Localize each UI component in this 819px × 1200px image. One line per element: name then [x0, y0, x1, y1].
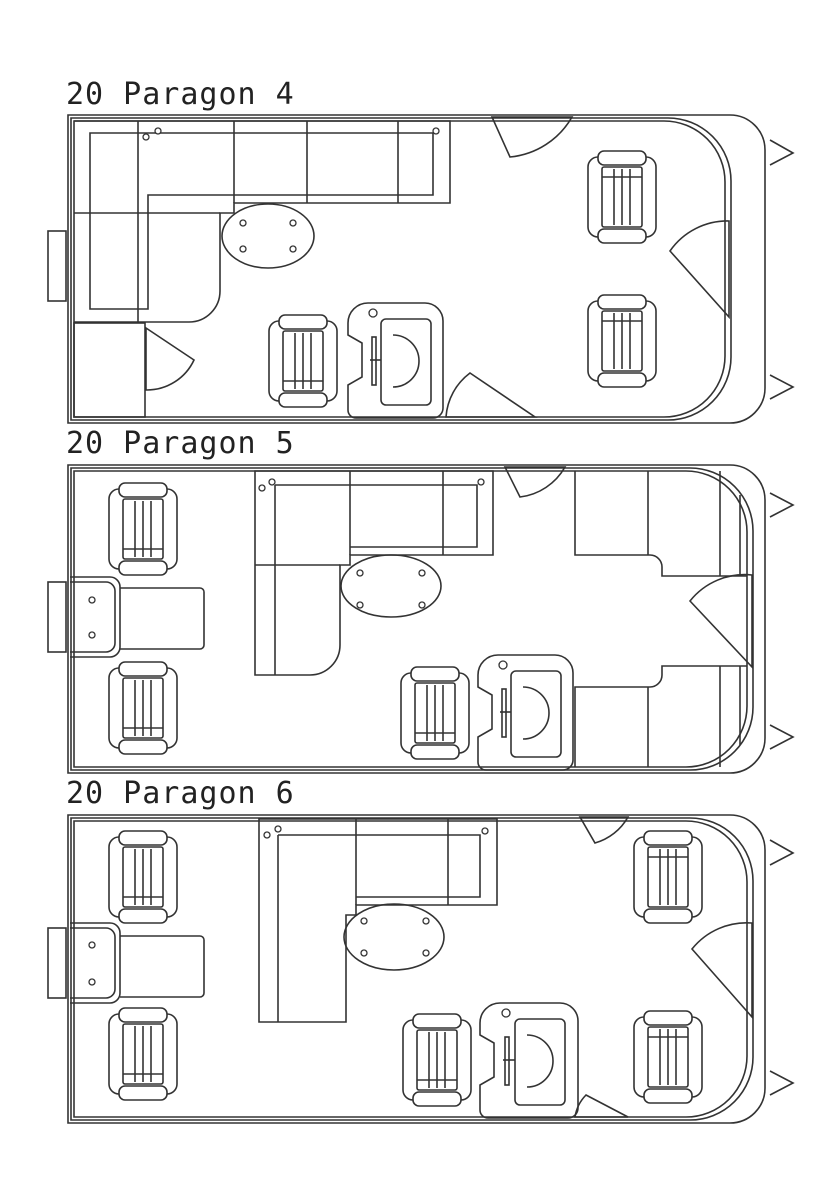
- helm-seat: [268, 314, 338, 408]
- pontoon-tips: [769, 139, 795, 400]
- layout-title-paragon-4: 20 Paragon 4: [66, 77, 295, 112]
- helm-seat: [400, 666, 470, 760]
- layout-title-paragon-5: 20 Paragon 5: [66, 426, 295, 461]
- helm-console: [347, 302, 444, 419]
- bow-seat-upper: [633, 830, 703, 924]
- stern-seat-lower: [108, 661, 178, 755]
- bow-gate-bottom: [574, 1094, 629, 1118]
- floor-plan-paragon-5: [47, 464, 795, 774]
- stern-ladder: [47, 927, 67, 999]
- l-lounge-seating: [74, 120, 451, 323]
- bow-gate-front: [688, 573, 753, 670]
- hull-outline: [67, 114, 766, 424]
- stern-seat-upper: [108, 482, 178, 576]
- bow-u-lounge: [574, 471, 747, 767]
- stern-gate: [145, 326, 196, 391]
- bow-seat-lower: [633, 1010, 703, 1104]
- oval-table: [343, 903, 445, 971]
- bow-gate-bottom: [445, 372, 538, 418]
- hull-outline: [67, 464, 766, 774]
- bow-gate-top: [490, 116, 574, 158]
- hull-outline: [67, 814, 766, 1124]
- stern-ladder: [47, 581, 67, 653]
- center-l-lounge: [254, 470, 494, 676]
- pontoon-tips: [769, 839, 795, 1096]
- floor-plan-paragon-6: [47, 814, 795, 1124]
- floor-plan-paragon-4: [47, 114, 795, 424]
- bow-seat-upper: [587, 150, 657, 244]
- stern-platform: [70, 576, 205, 658]
- helm-seat: [402, 1013, 472, 1107]
- bow-gate-top: [578, 816, 630, 844]
- stern-storage-box: [73, 322, 146, 418]
- stern-seat-upper: [108, 830, 178, 924]
- oval-table: [340, 554, 442, 618]
- bow-seat-lower: [587, 294, 657, 388]
- center-l-lounge: [258, 818, 498, 1023]
- bow-gate-front: [690, 922, 753, 1020]
- bow-gate-front: [668, 220, 730, 320]
- helm-console: [477, 654, 574, 771]
- pontoon-tips: [769, 492, 795, 750]
- bow-gate-top: [503, 466, 567, 498]
- stern-ladder: [47, 230, 67, 302]
- stern-seat-lower: [108, 1007, 178, 1101]
- layout-title-paragon-6: 20 Paragon 6: [66, 776, 295, 811]
- oval-table: [221, 203, 315, 269]
- helm-console: [479, 1002, 579, 1119]
- stern-platform: [70, 922, 205, 1004]
